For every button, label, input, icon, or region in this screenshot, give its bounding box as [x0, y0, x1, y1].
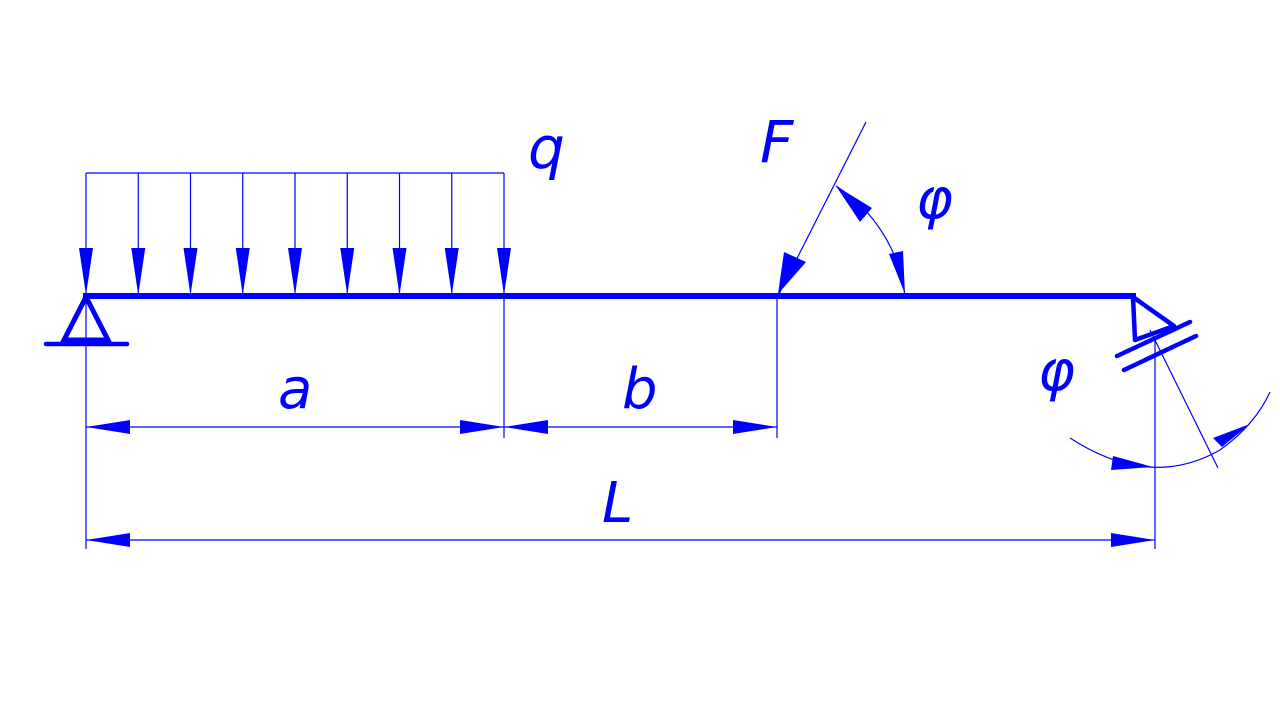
load-arrowhead	[497, 248, 511, 295]
label-a: a	[278, 357, 312, 422]
angle-arrowhead-1	[836, 186, 872, 222]
load-arrowhead	[79, 248, 93, 295]
load-arrowhead	[340, 248, 355, 295]
angle-phi-force	[835, 185, 906, 297]
angle-arrowhead-4	[1213, 424, 1250, 447]
roller-support-right	[1114, 294, 1199, 373]
label-phi-force: φ	[916, 167, 953, 232]
angle-arrowhead-3	[1111, 456, 1153, 470]
label-phi-support: φ	[1038, 339, 1075, 404]
angle-phi-support	[1069, 329, 1271, 470]
load-arrowhead	[131, 248, 146, 295]
dimension-L	[86, 533, 1155, 547]
label-q: q	[528, 114, 565, 182]
support-normal-line	[1149, 329, 1219, 469]
dimension-a	[86, 420, 504, 434]
load-arrowhead	[392, 248, 407, 295]
force-F	[777, 121, 867, 297]
load-arrowhead	[235, 248, 250, 295]
load-arrowhead	[444, 248, 459, 295]
extension-lines	[85, 297, 1156, 549]
label-b: b	[622, 357, 658, 422]
force-arrowhead	[778, 252, 806, 294]
dimension-b	[504, 420, 777, 434]
load-arrowhead	[183, 248, 198, 295]
distributed-load-q	[79, 172, 511, 295]
label-L: L	[602, 471, 633, 536]
load-arrowhead	[288, 248, 302, 295]
angle-arrowhead-2	[889, 251, 905, 294]
label-F: F	[760, 108, 795, 176]
